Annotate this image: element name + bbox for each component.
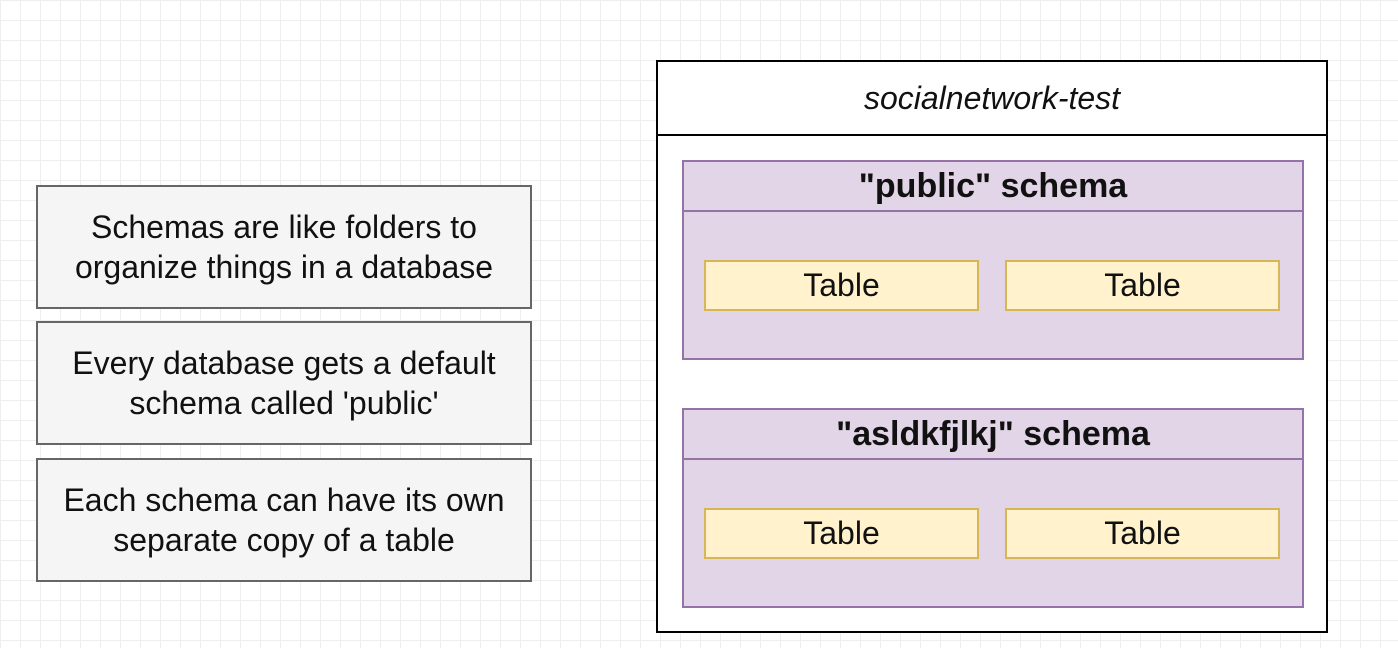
- schema-title: "asldkfjlkj" schema: [836, 414, 1150, 453]
- table-label: Table: [1104, 515, 1181, 551]
- table-box: Table: [1005, 508, 1280, 559]
- schema-header: "asldkfjlkj" schema: [684, 410, 1302, 460]
- schema-title: "public" schema: [858, 166, 1128, 205]
- table-label: Table: [1104, 267, 1181, 303]
- table-label: Table: [803, 267, 880, 303]
- note-text: Every database gets a default schema cal…: [72, 345, 496, 421]
- note-text: Each schema can have its own separate co…: [63, 482, 505, 558]
- note-schemas-like-folders: Schemas are like folders to organize thi…: [36, 185, 532, 309]
- note-default-public-schema: Every database gets a default schema cal…: [36, 321, 532, 445]
- database-title-text: socialnetwork-test: [863, 79, 1121, 116]
- table-box: Table: [1005, 260, 1280, 311]
- schema-header: "public" schema: [684, 162, 1302, 212]
- note-separate-table-copy: Each schema can have its own separate co…: [36, 458, 532, 582]
- table-label: Table: [803, 515, 880, 551]
- database-container: socialnetwork-test "public" schema Table…: [656, 60, 1328, 633]
- schema-asldkfjlkj: "asldkfjlkj" schema Table Table: [682, 408, 1304, 608]
- table-box: Table: [704, 508, 979, 559]
- database-title: socialnetwork-test: [658, 62, 1326, 136]
- table-box: Table: [704, 260, 979, 311]
- schema-public: "public" schema Table Table: [682, 160, 1304, 360]
- note-text: Schemas are like folders to organize thi…: [74, 209, 494, 285]
